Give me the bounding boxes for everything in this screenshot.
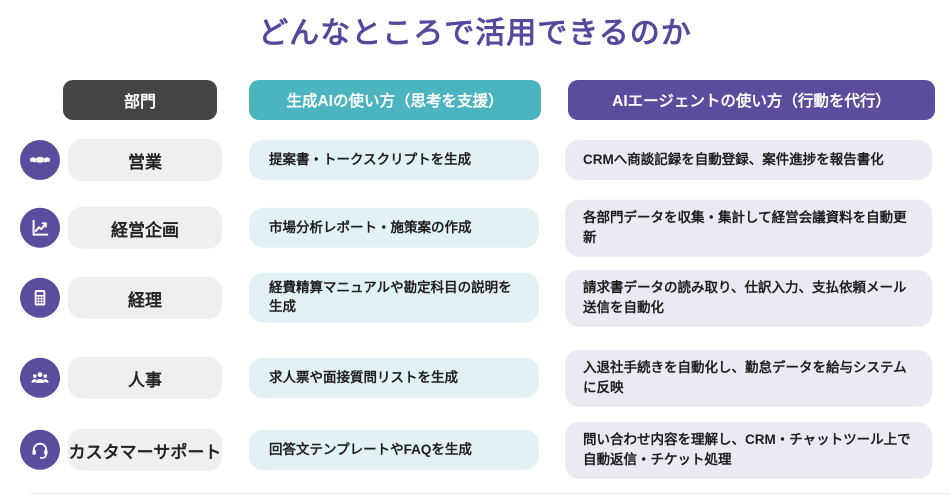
header-department: 部門 (63, 80, 217, 120)
agent-usage-cell: CRMへ商談記録を自動登録、案件進捗を報告書化 (565, 140, 932, 180)
department-label: 経理 (68, 277, 222, 319)
department-label: 経営企画 (68, 207, 222, 249)
line-chart-icon (20, 208, 60, 248)
table-row-accounting: 経理 経費精算マニュアルや勘定科目の説明を生成 請求書データの読み取り、仕訳入力… (0, 269, 950, 327)
bottom-divider (30, 493, 950, 494)
genai-usage-cell: 提案書・トークスクリプトを生成 (249, 140, 539, 180)
table-row-planning: 経営企画 市場分析レポート・施策案の作成 各部門データを収集・集計して経営会議資… (0, 199, 950, 257)
genai-usage-cell: 経費精算マニュアルや勘定科目の説明を生成 (249, 273, 539, 323)
table-row-hr: 人事 求人票や面接質問リストを生成 入退社手続きを自動化し、勤怠データを給与シス… (0, 349, 950, 407)
genai-usage-cell: 市場分析レポート・施策案の作成 (249, 208, 539, 248)
agent-usage-cell: 請求書データの読み取り、仕訳入力、支払依頼メール送信を自動化 (565, 269, 932, 327)
department-label: 人事 (68, 357, 222, 399)
agent-usage-cell: 問い合わせ内容を理解し、CRM・チャットツール上で自動返信・チケット処理 (565, 421, 932, 479)
department-label: 営業 (68, 139, 222, 181)
headset-icon (20, 430, 60, 470)
people-group-icon (20, 358, 60, 398)
agent-usage-cell: 入退社手続きを自動化し、勤怠データを給与システムに反映 (565, 349, 932, 407)
header-agent-usage: AIエージェントの使い方（行動を代行） (568, 80, 935, 120)
genai-usage-cell: 回答文テンプレートやFAQを生成 (249, 430, 539, 470)
genai-usage-cell: 求人票や面接質問リストを生成 (249, 358, 539, 398)
table-row-sales: 営業 提案書・トークスクリプトを生成 CRMへ商談記録を自動登録、案件進捗を報告… (0, 139, 950, 181)
calculator-icon (20, 278, 60, 318)
header-genai-usage: 生成AIの使い方（思考を支援） (249, 80, 541, 120)
department-label: カスタマーサポート (68, 429, 222, 471)
page-title: どんなところで活用できるのか (258, 17, 692, 50)
agent-usage-cell: 各部門データを収集・集計して経営会議資料を自動更新 (565, 199, 932, 257)
handshake-icon (20, 140, 60, 180)
table-row-customer-support: カスタマーサポート 回答文テンプレートやFAQを生成 問い合わせ内容を理解し、C… (0, 421, 950, 479)
